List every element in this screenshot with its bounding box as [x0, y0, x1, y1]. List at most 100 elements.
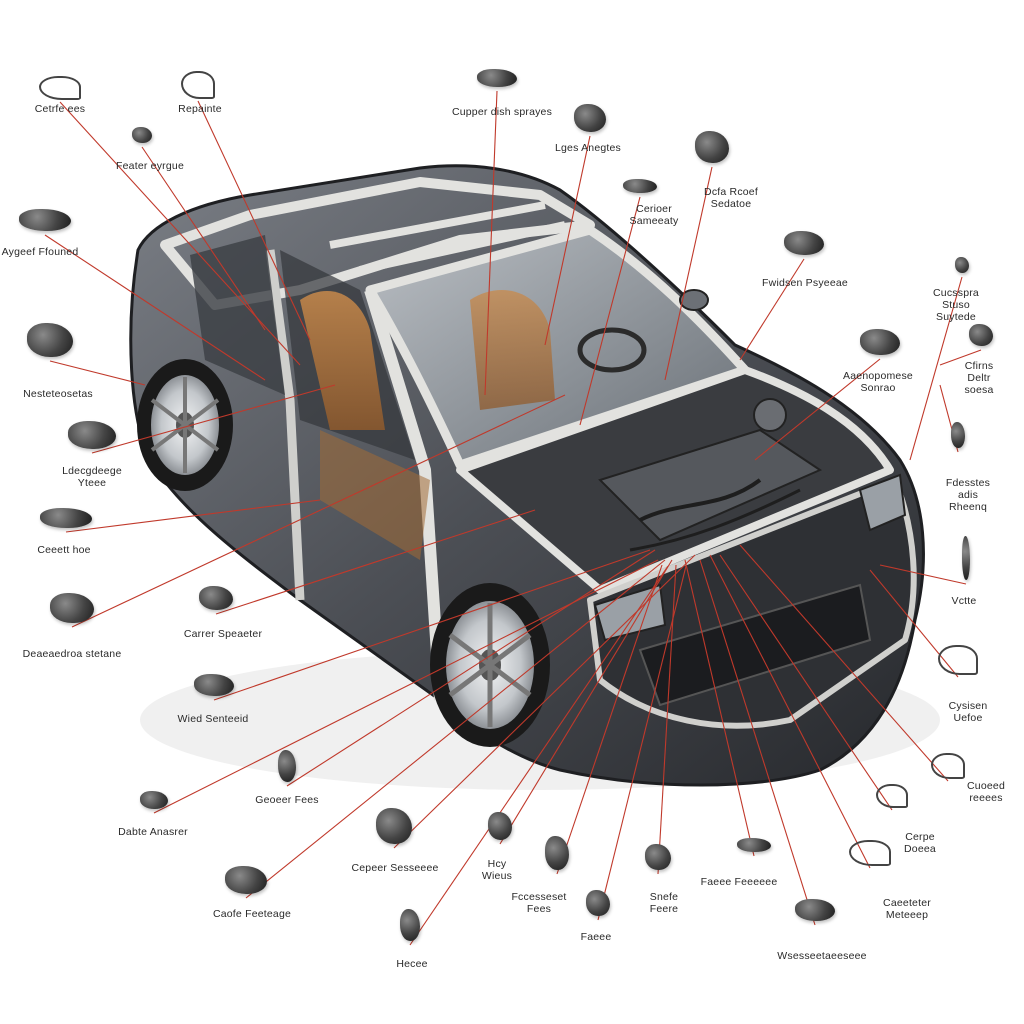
component-icon — [50, 593, 94, 623]
cable-icon — [931, 753, 965, 779]
leader-line-p11 — [49, 360, 146, 386]
rear-seat — [300, 291, 385, 430]
part-label-p23: Cuoeed reeees — [967, 780, 1005, 804]
part-label-p18: Deaeaedroa stetane — [22, 648, 122, 660]
part-label-p10: Cucsspra Stuso Suytede — [933, 287, 979, 323]
part-label-p26: Cepeer Sesseeee — [351, 862, 439, 874]
leader-line-p04 — [141, 146, 266, 331]
component-icon — [784, 231, 824, 255]
leader-line-p05 — [544, 135, 591, 346]
engine-hoses — [639, 478, 762, 522]
part-label-p19: Carrer Speaeter — [183, 628, 263, 640]
headlight-right — [858, 473, 907, 532]
leader-line-p07 — [579, 196, 641, 426]
part-label-p35: Wsesseetaeeseee — [777, 950, 867, 962]
component-icon — [376, 808, 412, 844]
leader-line-p06 — [44, 234, 266, 381]
sensor-icon — [951, 422, 965, 448]
cabin-floor — [320, 430, 430, 560]
leader-line-p29 — [245, 559, 666, 899]
leader-line-p14 — [91, 384, 336, 454]
steering-wheel — [577, 327, 647, 373]
leader-line-p33 — [597, 565, 687, 921]
component-icon — [194, 674, 234, 696]
leader-line-p03 — [484, 90, 498, 396]
cable-icon — [181, 71, 215, 99]
component-icon — [199, 586, 233, 610]
part-label-p05: Lges Anegtes — [554, 142, 622, 154]
cable-icon — [849, 840, 891, 866]
component-icon — [278, 750, 296, 782]
part-label-p28: Faeee Feeeeee — [700, 876, 778, 888]
side-window — [190, 235, 285, 395]
part-label-p03: Cupper dish sprayes — [451, 106, 553, 118]
part-label-p27: Hcy Wieus — [481, 858, 513, 882]
part-label-p02: Repainte — [178, 103, 222, 115]
component-icon — [574, 104, 606, 132]
rear-wheel — [137, 359, 233, 491]
part-label-p13: Cfirns Deltr soesa — [964, 360, 994, 396]
leader-line-p12 — [754, 358, 881, 461]
cable-icon — [938, 645, 978, 675]
leader-line-p22 — [286, 549, 656, 787]
part-label-p14: Ldecgdeege Yteee — [62, 465, 122, 489]
component-icon — [19, 209, 71, 231]
side-mirror — [679, 289, 709, 311]
leader-line-p34 — [409, 565, 669, 946]
part-label-p06: Aygeef Ffouned — [1, 246, 79, 258]
leader-line-p17 — [879, 564, 967, 585]
leader-line-p18 — [71, 394, 566, 628]
component-icon — [27, 323, 73, 357]
sensor-icon — [623, 179, 657, 193]
component-icon — [737, 838, 771, 852]
sensor-icon — [955, 257, 969, 273]
engine-component — [753, 398, 787, 432]
sensor-icon — [962, 536, 970, 580]
roof-crossbar — [329, 201, 546, 249]
sensor-icon — [400, 909, 420, 941]
component-icon — [68, 421, 116, 449]
leader-line-p09 — [739, 258, 805, 361]
leader-line-p35 — [699, 559, 816, 926]
leader-lines — [44, 90, 982, 946]
component-icon — [225, 866, 267, 894]
part-label-p09: Fwidsen Psyeeae — [762, 277, 848, 289]
b-pillar — [265, 249, 305, 601]
component-icon — [140, 791, 168, 809]
part-label-p20: Cysisen Uefoe — [948, 700, 988, 724]
component-icon — [545, 836, 569, 870]
part-label-p29: Caofe Feeteage — [212, 908, 292, 920]
part-label-p16: Ceeett hoe — [37, 544, 91, 556]
leader-line-p25 — [719, 554, 893, 811]
component-icon — [860, 329, 900, 355]
leader-line-p32 — [709, 554, 871, 869]
a-pillar — [364, 288, 446, 701]
leader-line-p10 — [909, 276, 963, 461]
component-icon — [488, 812, 512, 840]
part-label-p30: Fccesseset Fees — [511, 891, 567, 915]
component-icon — [969, 324, 993, 346]
leader-line-p27 — [499, 559, 673, 845]
car-cutaway-illustration — [129, 164, 940, 790]
leader-line-p08 — [664, 166, 713, 381]
leader-line-p24 — [153, 559, 659, 814]
part-label-p22: Geoeer Fees — [255, 794, 319, 806]
leader-line-p16 — [65, 499, 321, 533]
component-icon — [477, 69, 517, 87]
part-label-p25: Cerpe Doeea — [904, 831, 936, 855]
roof-crossbar — [359, 221, 566, 274]
leader-line-p02 — [197, 100, 311, 341]
component-icon — [645, 844, 671, 870]
part-label-p15: Fdesstes adis Rheenq — [945, 477, 991, 513]
part-label-p12: Aaenopomese Sonrao — [843, 370, 913, 394]
leader-line-p13 — [939, 349, 982, 366]
part-label-p21: Wied Senteeid — [177, 713, 249, 725]
part-label-p17: Vctte — [951, 595, 977, 607]
leader-line-p01 — [59, 101, 301, 366]
component-icon — [795, 899, 835, 921]
leader-line-p30 — [556, 564, 663, 875]
component-icon — [695, 131, 729, 163]
part-label-p34: Hecee — [396, 958, 428, 970]
